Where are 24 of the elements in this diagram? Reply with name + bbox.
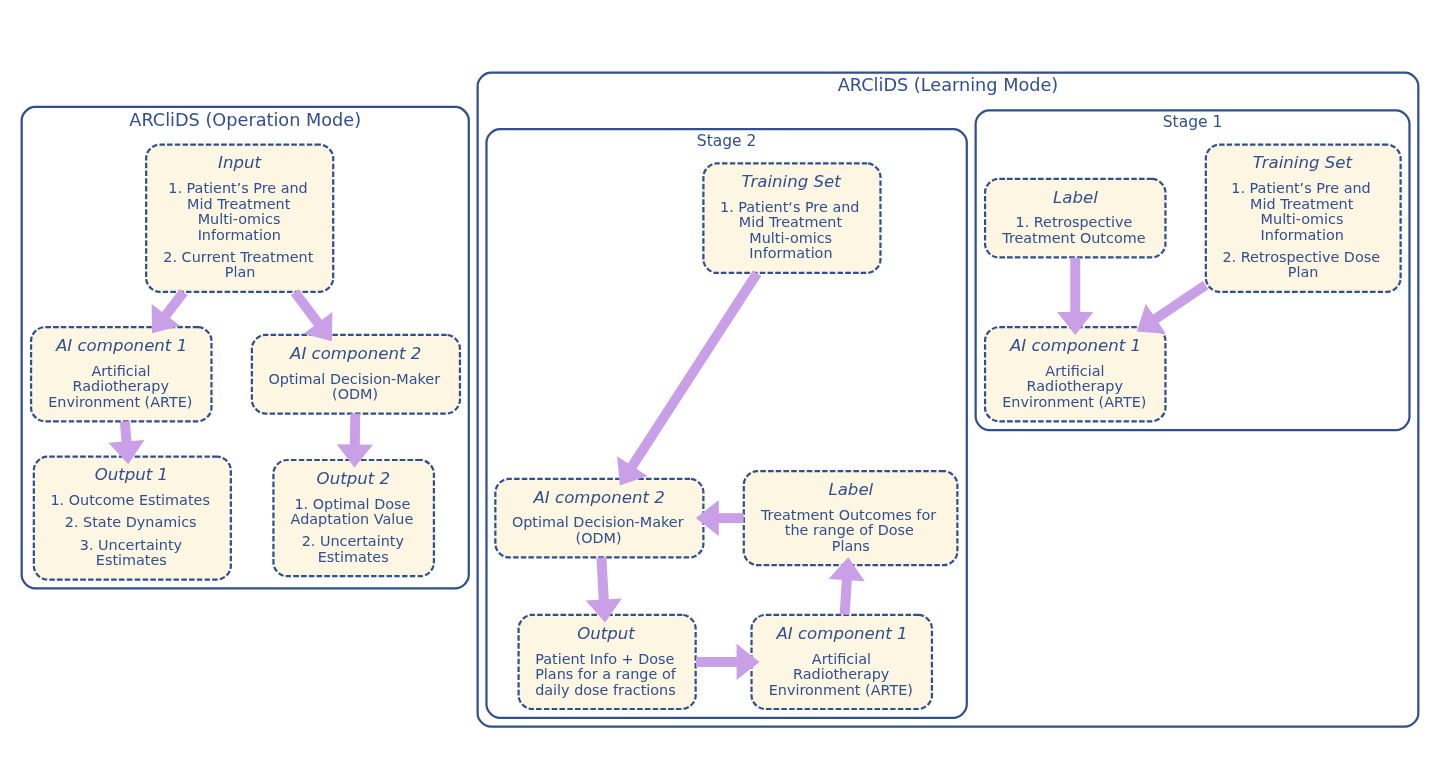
arrow <box>336 413 373 468</box>
node-box: Label Treatment Outcomes for the range of Dose Plans <box>742 469 959 566</box>
arrow <box>1136 280 1209 334</box>
node-box: Output 1 1. Outcome Estimates 2. State Dynamics 3. Uncertainty Estimates <box>32 455 232 581</box>
arrow <box>108 420 145 464</box>
node-box: Input 1. Patient’s Pre and Mid Treatment Multi-omics Information 2. Current Treatment Plan <box>145 143 335 293</box>
node-box: AI component 1 Artificial Radiotherapy Environment (ARTE) <box>750 613 934 710</box>
arrow <box>585 556 622 622</box>
arrow <box>695 499 744 536</box>
node-box: AI component 2 Optimal Decision-Maker (ODM) <box>494 477 705 558</box>
node-box: Training Set 1. Patient’s Pre and Mid Treatment Multi-omics Information 2. Retrospective Dose Plan <box>1204 143 1402 293</box>
arrow <box>617 270 762 485</box>
node-box: AI component 1 Artificial Radiotherapy Environment (ARTE) <box>29 325 213 422</box>
node-box: Output 2 1. Optimal Dose Adaptation Value 2. Uncertainty Estimates <box>272 458 436 577</box>
arrow <box>828 556 865 615</box>
arrow <box>151 288 188 333</box>
arrow <box>1057 257 1094 335</box>
arrow <box>290 288 333 341</box>
node-box: Label 1. Retrospective Treatment Outcome <box>983 177 1167 259</box>
node-box: AI component 2 Optimal Decision-Maker (ODM) <box>250 333 462 415</box>
node-box: Output Patient Info + Dose Plans for a range of daily dose fractions <box>517 613 697 710</box>
node-box: AI component 1 Artificial Radiotherapy Environment (ARTE) <box>983 325 1167 422</box>
node-box: Training Set 1. Patient‘s Pre and Mid Treatment Multi-omics Information <box>702 161 882 274</box>
arrow <box>696 643 760 680</box>
